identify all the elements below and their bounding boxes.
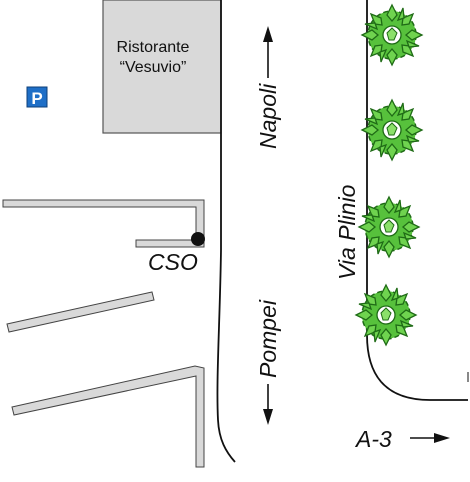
restaurant-name-line2: “Vesuvio” <box>120 59 187 76</box>
direction-a3: A-3 <box>354 426 450 452</box>
parking-icon: P <box>26 86 48 108</box>
side-streets <box>2 199 205 468</box>
side-street-diagonal-1 <box>6 291 155 333</box>
parking-symbol: P <box>31 89 42 108</box>
street-name-via-plinio: Via Plinio <box>334 184 360 280</box>
dot-marker-icon <box>191 232 205 246</box>
side-street-upper <box>2 199 205 241</box>
main-road-west-edge <box>216 0 236 463</box>
trees <box>355 4 423 346</box>
tree-icon <box>361 4 423 66</box>
restaurant-building: Ristorante “Vesuvio” <box>102 0 222 134</box>
direction-napoli: Napoli <box>255 26 281 149</box>
via-plinio-curb <box>366 0 468 401</box>
tree-icon <box>361 99 423 161</box>
tree-icon <box>358 196 420 258</box>
tree-icon <box>355 284 417 346</box>
direction-pompei-label: Pompei <box>255 299 281 378</box>
direction-pompei: Pompei <box>255 299 281 425</box>
side-street-stub <box>135 239 205 248</box>
restaurant-name-line1: Ristorante <box>117 39 190 56</box>
arrow-down-icon <box>263 384 273 425</box>
arrow-up-icon <box>263 26 273 78</box>
location-marker-label: CSO <box>148 249 198 275</box>
direction-a3-label: A-3 <box>354 426 392 452</box>
direction-napoli-label: Napoli <box>255 83 281 149</box>
arrow-right-icon <box>410 433 450 443</box>
side-street-diagonal-2 <box>11 365 205 468</box>
location-marker: CSO <box>148 232 205 275</box>
